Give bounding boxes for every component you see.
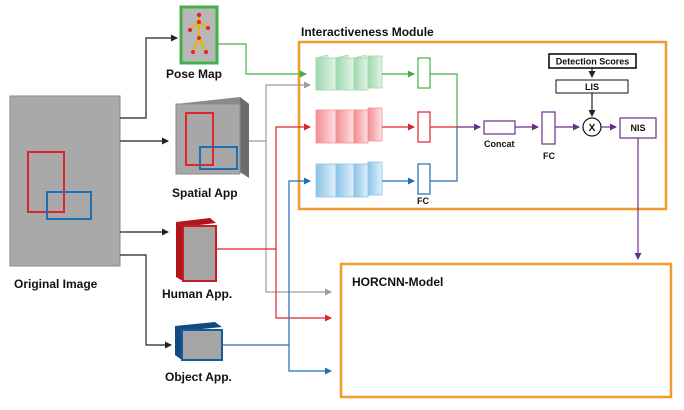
fc-object [417,163,431,195]
pose-to-stream-arrow [217,43,307,78]
merge-lines [430,73,481,182]
human-app-label: Human App. [162,287,232,301]
detection-scores-label: Detection Scores [556,57,630,67]
horcnn-model-label: HORCNN-Model [352,275,443,289]
pose-stream-layers [315,54,383,91]
spatial-wires [249,81,332,296]
nis-label: NIS [630,123,645,133]
lis-label: LIS [585,82,599,92]
human-app-panel [176,218,217,282]
fc-human [417,111,431,143]
spatial-app-panel [175,97,249,178]
object-stream-layers [315,161,383,198]
input-arrows [120,34,178,349]
human-wires [216,123,332,322]
concat-block [483,120,516,135]
pose-map-label: Pose Map [166,67,222,81]
fc-pose [417,57,431,89]
human-stream-layers [315,107,383,144]
object-wires [222,177,332,375]
interactiveness-module-box [297,40,668,211]
fc-top-label: FC [543,151,555,161]
fc-bottom-label: FC [417,196,429,206]
original-image-panel [9,95,121,267]
interactiveness-module-title: Interactiveness Module [301,25,434,39]
original-image-label: Original Image [14,277,98,291]
object-app-label: Object App. [165,370,232,384]
pose-map-panel [179,5,219,65]
spatial-app-label: Spatial App [172,186,238,200]
multiply-label: X [589,123,596,134]
horcnn-model-box [339,262,673,399]
concat-label: Concat [484,139,515,149]
fc-fusion-block [541,111,556,145]
object-bbox [46,191,92,220]
object-app-panel [175,322,223,361]
